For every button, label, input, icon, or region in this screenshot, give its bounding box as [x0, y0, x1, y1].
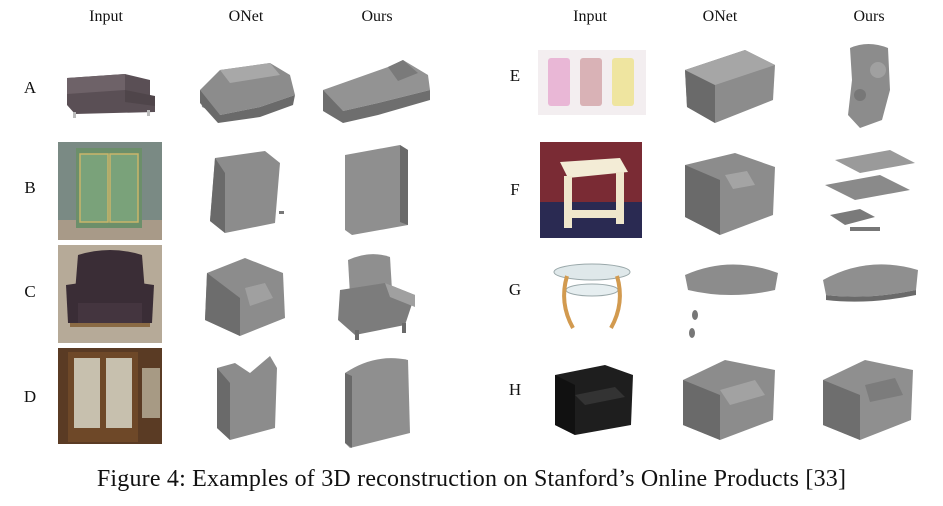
figure-caption: Figure 4: Examples of 3D reconstruction … [96, 466, 847, 492]
input-image-sofa [55, 50, 165, 130]
input-image-armchair [58, 245, 162, 343]
onet-mesh-leather-chair [675, 350, 785, 445]
row-label-c: C [24, 282, 36, 301]
input-image-wardrobe [58, 142, 162, 240]
header-ours-right: Ours [853, 8, 885, 25]
onet-mesh-lamps [675, 45, 785, 130]
ours-mesh-cabinet [330, 348, 420, 453]
ours-mesh-glass-table [818, 255, 923, 315]
ours-mesh-lamps [830, 40, 905, 135]
header-ours-left: Ours [361, 8, 393, 25]
input-image-cabinet [58, 348, 162, 444]
input-image-lamps [538, 50, 646, 115]
row-label-d: D [23, 387, 37, 406]
input-image-side-table [540, 142, 642, 238]
header-input-left: Input [89, 8, 123, 25]
header-onet-right: ONet [702, 8, 738, 25]
onet-mesh-cabinet [205, 348, 295, 448]
ours-mesh-side-table [820, 145, 920, 245]
ours-mesh-armchair [330, 245, 420, 345]
onet-mesh-armchair [195, 248, 295, 343]
row-label-h: H [508, 380, 522, 399]
onet-mesh-glass-table [680, 255, 785, 345]
row-label-f: F [510, 180, 520, 199]
onet-mesh-wardrobe [195, 143, 290, 238]
input-image-glass-table [545, 258, 640, 338]
row-label-b: B [24, 178, 36, 197]
ours-mesh-sofa [318, 45, 438, 130]
header-onet-left: ONet [228, 8, 264, 25]
ours-mesh-wardrobe [330, 140, 420, 240]
onet-mesh-side-table [675, 145, 785, 240]
input-image-leather-chair [545, 355, 640, 440]
ours-mesh-leather-chair [815, 350, 920, 445]
row-label-a: A [23, 78, 37, 97]
row-label-e: E [509, 66, 521, 85]
onet-mesh-sofa [190, 45, 305, 130]
row-label-g: G [508, 280, 522, 299]
header-input-right: Input [573, 8, 607, 25]
